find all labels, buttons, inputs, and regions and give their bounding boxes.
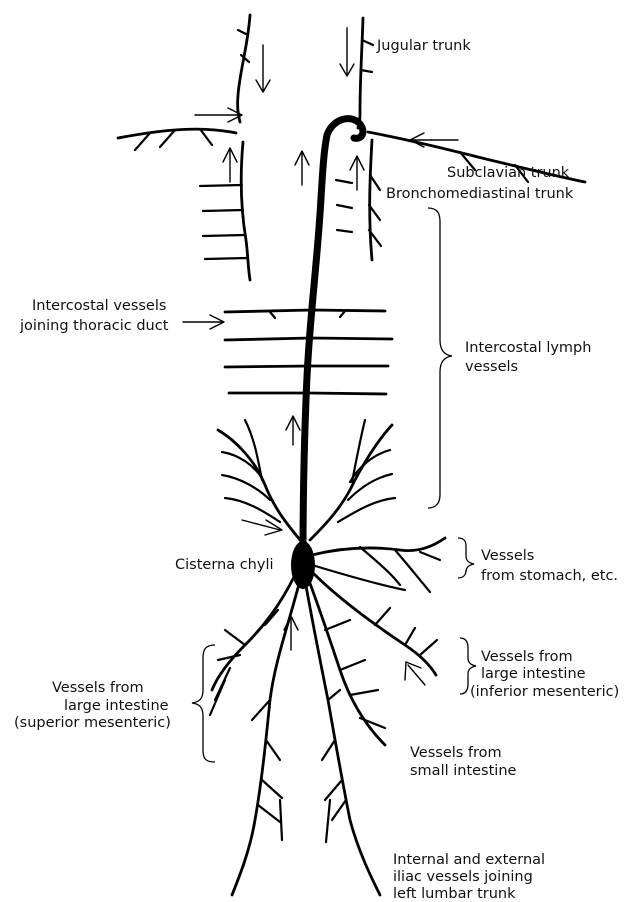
- label-superior-mesenteric-2: large intestine: [64, 698, 169, 714]
- label-inferior-mesenteric-2: large intestine: [481, 666, 586, 682]
- label-superior-mesenteric-3: (superior mesenteric): [14, 715, 171, 731]
- label-subclavian-trunk: Subclavian trunk: [447, 165, 570, 181]
- arrow-bronchomediastinal-left: [223, 148, 237, 182]
- arrow-intercostal-joining: [183, 315, 224, 329]
- label-small-intestine-2: small intestine: [410, 763, 517, 779]
- label-iliac-1: Internal and external: [393, 852, 545, 868]
- arrow-inferior-mesenteric: [405, 662, 425, 685]
- arrow-subclavian-right: [410, 133, 458, 147]
- brace-superior-mesenteric: [192, 645, 215, 762]
- label-iliac-2: iliac vessels joining: [393, 869, 533, 885]
- arrow-jugular-right: [340, 28, 354, 76]
- stomach-vessels: [312, 538, 445, 592]
- label-stomach-2: from stomach, etc.: [481, 568, 618, 584]
- label-inferior-mesenteric-3: (inferior mesenteric): [470, 684, 619, 700]
- label-cisterna-chyli: Cisterna chyli: [175, 557, 274, 573]
- label-superior-mesenteric-1: Vessels from: [52, 680, 144, 696]
- left-subclavian-trunk: [118, 129, 236, 150]
- label-bronchomediastinal-trunk: Bronchomediastinal trunk: [386, 186, 574, 202]
- arrow-cisterna: [242, 520, 282, 535]
- label-intercostal-vessels-2: joining thoracic duct: [19, 318, 169, 334]
- label-stomach-1: Vessels: [481, 548, 534, 564]
- label-intercostal-lymph-1: Intercostal lymph: [465, 340, 591, 356]
- right-jugular-trunk: [358, 18, 373, 128]
- left-bronchomediastinal-trunk: [200, 142, 250, 280]
- arrow-subclavian-left: [195, 108, 242, 122]
- right-lumbar-trunk: [305, 580, 380, 895]
- label-inferior-mesenteric-1: Vessels from: [481, 649, 573, 665]
- lower-intercostal-right: [310, 420, 395, 540]
- label-iliac-3: left lumbar trunk: [393, 886, 516, 902]
- thoracic-duct: [291, 119, 363, 589]
- inferior-mesenteric-vessels: [312, 572, 437, 675]
- left-lumbar-trunk: [232, 580, 300, 895]
- lower-intercostal-left: [218, 420, 300, 540]
- label-jugular-trunk: Jugular trunk: [376, 38, 471, 54]
- arrow-jugular-left: [256, 45, 270, 92]
- arrow-bronchomediastinal-right: [350, 156, 364, 190]
- label-intercostal-vessels-1: Intercostal vessels: [32, 298, 166, 314]
- label-small-intestine-1: Vessels from: [410, 745, 502, 761]
- brace-stomach: [458, 538, 474, 578]
- arrow-thoracic-duct: [286, 416, 300, 445]
- arrow-bronchomediastinal-mid: [295, 151, 309, 185]
- brace-intercostal-lymph: [428, 208, 452, 508]
- left-jugular-trunk: [238, 15, 250, 122]
- label-intercostal-lymph-2: vessels: [465, 359, 518, 375]
